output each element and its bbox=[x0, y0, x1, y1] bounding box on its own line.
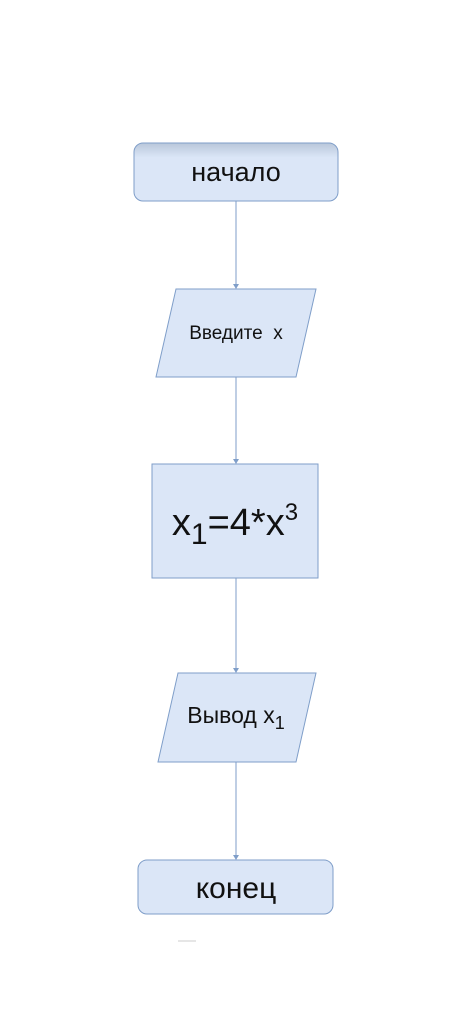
process-node: x1=4*x3 bbox=[151, 463, 319, 579]
end-terminal: конец bbox=[137, 859, 334, 915]
connector-process-to-output bbox=[233, 578, 239, 673]
input-label: Введите x bbox=[189, 323, 283, 344]
start-label: начало bbox=[191, 157, 281, 187]
start-terminal: начало bbox=[133, 142, 339, 202]
formula-superscript: 3 bbox=[285, 499, 298, 526]
connector-output-to-end bbox=[233, 762, 239, 860]
connector-input-to-process bbox=[233, 377, 239, 464]
output-subscript: 1 bbox=[275, 713, 285, 733]
formula-subscript: 1 bbox=[191, 518, 208, 551]
formula-x: x bbox=[172, 502, 191, 544]
formula-rest: =4*x bbox=[208, 502, 285, 544]
end-label: конец bbox=[196, 872, 277, 905]
input-node: Введите x bbox=[155, 288, 317, 378]
output-label: Вывод x1 bbox=[187, 702, 284, 733]
output-node: Вывод x1 bbox=[157, 672, 317, 763]
connector-start-to-input bbox=[233, 201, 239, 289]
process-formula: x1=4*x3 bbox=[172, 499, 298, 551]
output-text: Вывод x bbox=[187, 702, 275, 728]
